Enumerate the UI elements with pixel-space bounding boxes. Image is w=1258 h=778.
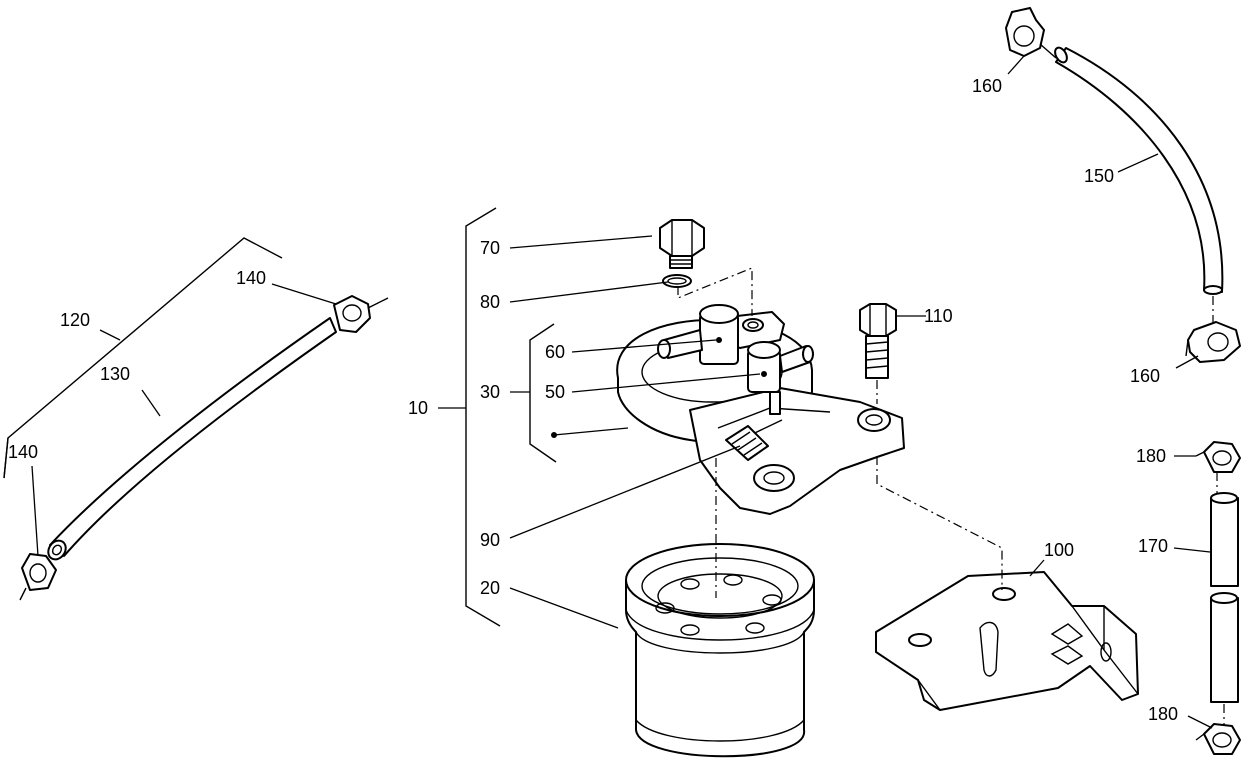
hose-assembly-120 bbox=[3, 237, 389, 601]
filter-head-assembly-30 bbox=[616, 304, 905, 515]
bolt-110 bbox=[859, 303, 897, 379]
callout-140-upper: 140 bbox=[236, 268, 266, 288]
callout-80: 80 bbox=[480, 292, 500, 312]
hose-clamp-140-lower bbox=[19, 553, 57, 601]
hose-clamp-160-lower bbox=[1185, 321, 1241, 363]
callout-10: 10 bbox=[408, 398, 428, 418]
callout-50: 50 bbox=[545, 382, 565, 402]
callout-150: 150 bbox=[1084, 166, 1114, 186]
callout-160-upper: 160 bbox=[972, 76, 1002, 96]
callout-130: 130 bbox=[100, 364, 130, 384]
callout-120: 120 bbox=[60, 310, 90, 330]
mounting-bracket-100 bbox=[875, 571, 1139, 711]
filter-cartridge-20 bbox=[625, 543, 815, 758]
plug-70 bbox=[659, 219, 705, 269]
callout-170: 170 bbox=[1138, 536, 1168, 556]
hose-clamp-180-upper bbox=[1195, 441, 1241, 473]
callout-180-lower: 180 bbox=[1148, 704, 1178, 724]
fitting-50 bbox=[747, 341, 814, 393]
alignment-lines bbox=[677, 267, 1225, 726]
hose-clamp-160-upper bbox=[1005, 7, 1057, 59]
callout-110: 110 bbox=[924, 306, 953, 326]
hose-clamp-180-lower bbox=[1195, 723, 1241, 755]
label-plate-90 bbox=[725, 425, 769, 461]
callout-160-lower: 160 bbox=[1130, 366, 1160, 386]
callout-20: 20 bbox=[480, 578, 500, 598]
callout-60: 60 bbox=[545, 342, 565, 362]
callout-30: 30 bbox=[480, 382, 500, 402]
callout-140-lower: 140 bbox=[8, 442, 38, 462]
hose-150 bbox=[1054, 46, 1224, 295]
o-ring-80 bbox=[662, 274, 692, 288]
hose-170 bbox=[1210, 492, 1239, 703]
callout-labels: 10 20 30 50 60 70 80 90 100 110 120 130 … bbox=[8, 76, 1178, 724]
bracket-10 bbox=[465, 207, 501, 627]
callout-100: 100 bbox=[1044, 540, 1074, 560]
callout-90: 90 bbox=[480, 530, 500, 550]
callout-180-upper: 180 bbox=[1136, 446, 1166, 466]
callout-70: 70 bbox=[480, 238, 500, 258]
leader-lines bbox=[31, 55, 1213, 729]
hose-clamp-140-upper bbox=[333, 295, 389, 333]
